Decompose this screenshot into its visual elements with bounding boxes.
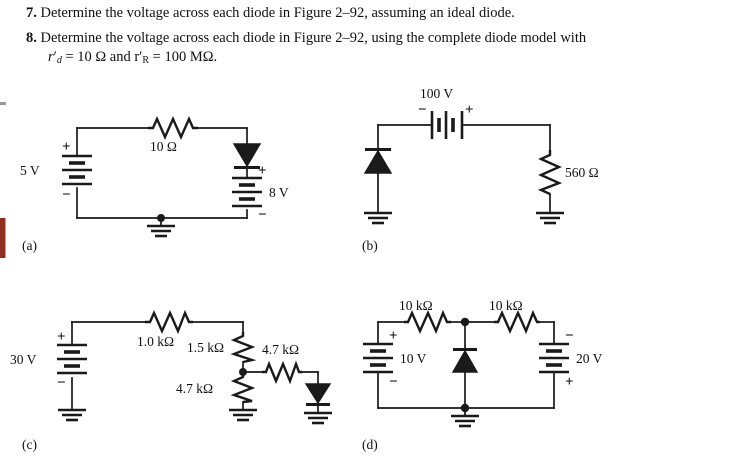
resistor-560-ohm-label: 560 Ω [565,165,599,180]
page-margin-bar [0,218,6,258]
battery-100v-label: 100 V [420,86,453,101]
battery-5v-plus: + [62,139,71,155]
ground-symbol-right [304,411,332,425]
problem-8-continuation: r′d = 10 Ω and r′R = 100 MΩ. [48,49,218,66]
resistor-10k-left-label: 10 kΩ [399,300,433,313]
battery-10v-label: 10 V [400,351,427,366]
battery-20v-label: 20 V [576,351,603,366]
battery-30v-minus: − [57,375,66,391]
battery-8v-plus: + [258,163,267,179]
resistor-4k7-series [262,360,302,385]
resistor-1k5-label: 1.5 kΩ [187,340,224,355]
resistor-1k0-label: 1.0 kΩ [137,334,174,349]
resistor-1k5 [230,332,257,364]
diode-down-icon [304,383,332,406]
battery-10v [363,342,393,374]
battery-10v-plus: + [389,328,398,344]
rr-value: = 100 MΩ. [149,49,218,65]
battery-100v-plus: + [465,102,474,118]
figure-caption-c: (c) [22,437,37,452]
circuit-figure-c: 1.0 kΩ + − 30 V 1.5 kΩ [0,300,350,440]
rr-subscript: R [142,55,150,66]
resistor-10k-right-label: 10 kΩ [489,300,523,313]
rd-symbol: r [48,49,54,65]
battery-5v-label: 5 V [20,163,40,178]
circuit-figure-b: 100 V − + 560 Ω [350,80,732,240]
diode-up-icon [451,348,479,373]
battery-100v [430,111,464,139]
battery-5v-minus: − [62,187,71,203]
ground-symbol [147,218,175,238]
rd-subscript: d [56,55,62,66]
battery-10v-minus: − [389,374,398,390]
battery-20v [539,342,569,374]
battery-20v-plus: + [565,374,574,390]
ground-symbol-left [364,211,392,225]
battery-20v-minus: − [565,328,574,344]
rd-value: = 10 Ω and r [61,49,140,65]
problem-8: 8. Determine the voltage across each dio… [26,29,716,48]
battery-8v [232,176,262,208]
ground-symbol-right [536,211,564,225]
battery-30v-plus: + [57,329,66,345]
battery-8v-label: 8 V [269,185,289,200]
circuit-figure-d: 10 kΩ 10 kΩ + − 10 V [350,300,732,440]
page-margin-tick [0,102,6,105]
battery-5v [62,154,92,186]
resistor-1k0 [145,309,193,335]
junction-dot-top [460,317,470,327]
figure-caption-d: (d) [362,437,378,452]
problem-7: 7. Determine the voltage across each dio… [26,4,716,23]
problem-8-text: Determine the voltage across each diode … [40,30,587,46]
resistor-4k7-series-label: 4.7 kΩ [262,342,299,357]
battery-100v-minus: − [418,102,427,118]
ground-symbol-center [229,408,257,422]
resistor-10k-left [404,309,451,335]
problem-7-number: 7. [26,5,37,21]
resistor-10-ohm [148,116,198,140]
battery-8v-minus: − [258,207,267,223]
resistor-4k7-shunt-label: 4.7 kΩ [176,381,213,396]
diode-up-icon [363,148,393,174]
battery-30v-label: 30 V [10,352,37,367]
problem-7-text: Determine the voltage across each diode … [40,5,515,21]
figure-caption-b: (b) [362,238,378,253]
circuit-figure-a: 10 Ω + − 5 V [0,96,345,241]
ground-symbol-left [58,408,86,422]
resistor-10-ohm-label: 10 Ω [150,139,177,154]
battery-30v [57,343,87,375]
diode-down-icon [232,143,262,169]
resistor-4k7-shunt [230,372,256,404]
resistor-560-ohm [537,150,563,196]
figure-caption-a: (a) [22,238,37,253]
ground-symbol [451,408,479,428]
problem-8-number: 8. [26,30,37,46]
resistor-10k-right [494,309,540,335]
